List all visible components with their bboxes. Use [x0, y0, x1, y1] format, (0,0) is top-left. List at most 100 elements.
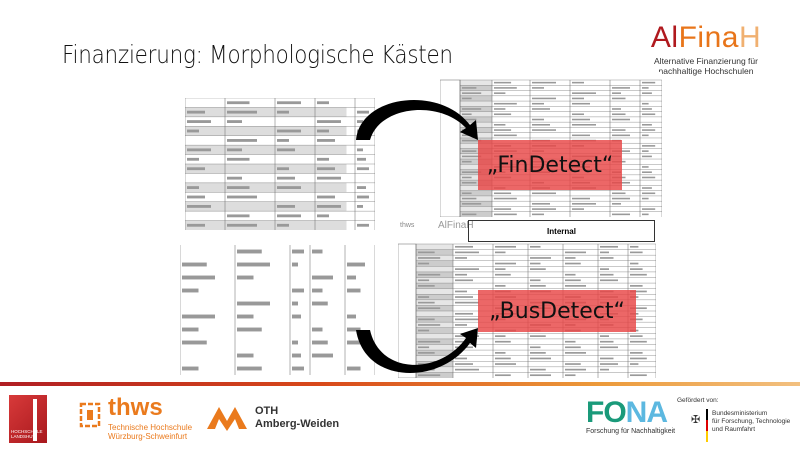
- table-mark: [642, 87, 649, 89]
- busdetect-label: „BusDetect“: [478, 290, 636, 332]
- table-mark: [277, 139, 289, 142]
- table-mark: [612, 134, 630, 137]
- table-mark: [565, 374, 576, 377]
- table-mark: [277, 129, 301, 133]
- table-mark: [182, 366, 199, 371]
- table-mark: [642, 213, 649, 216]
- table-mark: [600, 335, 609, 337]
- table-mark: [292, 340, 298, 345]
- table-mark: [416, 266, 453, 272]
- table-mark: [462, 92, 482, 94]
- table-mark: [600, 357, 614, 360]
- table-mark: [612, 92, 621, 94]
- table-mark: [187, 148, 211, 152]
- logo-part: Fina: [678, 21, 739, 54]
- thws-emblem-icon: [79, 402, 101, 428]
- table-mark: [612, 97, 626, 100]
- table-mark: [398, 243, 417, 378]
- table-mark: [455, 357, 467, 360]
- funded-by: Gefördert von:: [677, 397, 719, 404]
- table-mark: [416, 288, 453, 295]
- table-mark: [185, 201, 347, 212]
- table-mark: [494, 213, 517, 216]
- table-mark: [642, 192, 656, 195]
- table-mark: [277, 176, 295, 180]
- table-mark: [642, 150, 649, 152]
- table-mark: [237, 275, 254, 280]
- table-mark: [572, 208, 584, 210]
- table-mark: [277, 186, 301, 189]
- table-mark: [642, 166, 649, 168]
- oth-line: Amberg-Weiden: [255, 418, 340, 430]
- table-mark: [630, 363, 639, 365]
- table-mark: [565, 346, 581, 349]
- table-mark: [630, 318, 643, 321]
- fona-logo: FONA Forschung für Nachhaltigkeit: [586, 398, 675, 436]
- table-mark: [630, 352, 643, 354]
- table-mark: [277, 167, 289, 171]
- table-mark: [530, 357, 551, 360]
- table-mark: [530, 346, 541, 349]
- logo-text: LANDSHUT: [11, 434, 36, 439]
- table-mark: [187, 205, 211, 208]
- table-mark: [495, 262, 516, 265]
- table-mark: [612, 113, 626, 116]
- table-mark: [312, 353, 333, 358]
- table-mark: [612, 87, 630, 89]
- table-mark: [317, 101, 329, 105]
- table-mark: [416, 294, 453, 300]
- table-mark: [416, 355, 453, 362]
- table-mark: [357, 195, 369, 199]
- table-mark: [227, 148, 242, 152]
- table-mark: [460, 101, 492, 107]
- table-mark: [227, 120, 242, 123]
- table-mark: [530, 368, 546, 371]
- table-mark: [455, 340, 467, 343]
- table-mark: [418, 301, 435, 304]
- table-mark: [462, 171, 482, 174]
- bmbf-line: Bundesministerium: [712, 410, 768, 417]
- table-mark: [460, 164, 492, 170]
- german-flag-bar: [706, 409, 708, 442]
- table-mark: [187, 110, 205, 114]
- table-mark: [237, 353, 254, 358]
- table-mark: [418, 363, 430, 365]
- table-mark: [642, 129, 656, 131]
- table-mark: [237, 249, 262, 254]
- table-mark: [292, 353, 301, 358]
- table-mark: [418, 296, 430, 298]
- table-mark: [612, 108, 621, 110]
- table-mark: [530, 374, 551, 377]
- table-mark: [312, 327, 323, 332]
- table-mark: [416, 333, 453, 339]
- table-mark: [455, 273, 467, 276]
- doc-logo: AlFinaH: [438, 220, 474, 231]
- table-mark: [532, 87, 544, 89]
- table-mark: [494, 192, 512, 195]
- table-mark: [462, 197, 477, 200]
- table-mark: [277, 110, 289, 114]
- table-mark: [630, 273, 647, 276]
- table-mark: [630, 268, 643, 270]
- table-mark: [416, 311, 453, 317]
- table-mark: [182, 262, 207, 267]
- bmbf-line: und Raumfahrt: [712, 426, 755, 433]
- table-mark: [237, 301, 270, 306]
- table-mark: [312, 275, 333, 280]
- table-mark: [642, 92, 652, 94]
- table-mark: [600, 368, 609, 371]
- table-mark: [495, 340, 511, 343]
- table-mark: [462, 155, 482, 158]
- table-mark: [227, 223, 257, 227]
- table-mark: [418, 329, 430, 332]
- table-mark: [418, 273, 441, 276]
- table-mark: [462, 192, 472, 195]
- doc-partner-logo: thws: [400, 222, 415, 229]
- table-mark: [462, 213, 477, 216]
- table-mark: [455, 245, 473, 248]
- table-mark: [630, 245, 639, 248]
- table-mark: [494, 87, 517, 89]
